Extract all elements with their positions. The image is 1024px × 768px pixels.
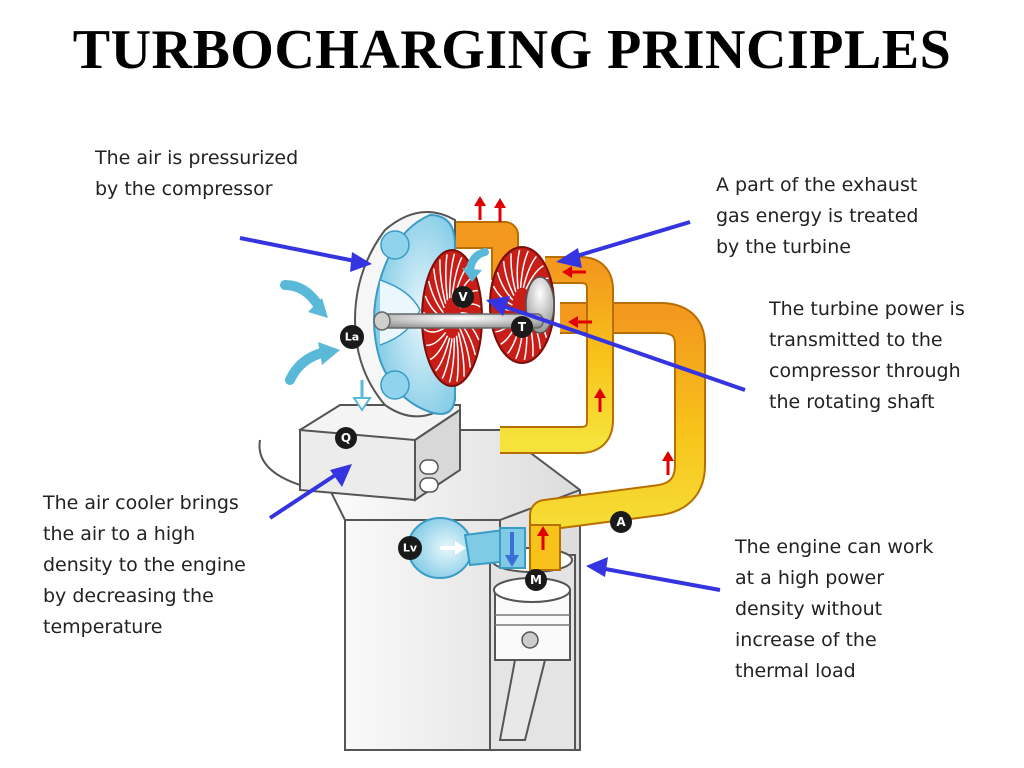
exhaust-pipe <box>455 221 706 571</box>
marker-a: A <box>610 511 632 533</box>
wheel-blade <box>427 280 444 314</box>
pointer-arrow-turbine <box>556 220 691 268</box>
caption-engine: The engine can work at a high power dens… <box>735 532 933 687</box>
caption-line: thermal load <box>735 660 856 682</box>
caption-line: The turbine power is <box>769 298 965 320</box>
marker-m: M <box>525 569 547 591</box>
caption-line: The engine can work <box>735 536 934 558</box>
marker-la: La <box>340 325 364 349</box>
marker-t: T <box>511 316 533 338</box>
caption-line: transmitted to the <box>769 329 943 351</box>
caption-line: gas energy is treated <box>716 205 919 227</box>
wheel-blade <box>441 338 453 380</box>
wheel-blade <box>510 253 517 293</box>
wheel-blade <box>435 337 451 372</box>
wheel-blade <box>457 332 465 377</box>
caption-compressor: The air is pressurized by the compressor <box>95 143 298 205</box>
wheel-blade <box>445 254 449 301</box>
wheel-blade <box>432 268 445 309</box>
marker-lv: Lv <box>398 536 422 560</box>
svg-text:Q: Q <box>341 431 351 445</box>
pointer-arrow-cooler <box>268 464 352 520</box>
caption-line: The air is pressurized <box>95 147 299 169</box>
wheel-blade <box>429 335 449 361</box>
marker-v: V <box>452 286 474 308</box>
wheel-blade <box>519 250 529 288</box>
wheel-blade <box>502 261 515 296</box>
caption-line: by the compressor <box>95 178 273 200</box>
wheel-blade <box>492 285 513 306</box>
pointer-arrows <box>239 220 746 592</box>
caption-line: density to the engine <box>43 554 246 576</box>
caption-turbine: A part of the exhaust gas energy is trea… <box>716 170 918 263</box>
marker-q: Q <box>335 427 357 449</box>
wheel-blade <box>439 259 447 304</box>
wheel-blade <box>496 272 514 301</box>
caption-line: temperature <box>43 616 163 638</box>
svg-text:M: M <box>530 573 542 587</box>
caption-line: at a high power <box>735 567 885 589</box>
wheel-blade <box>459 327 472 368</box>
svg-text:T: T <box>518 320 527 334</box>
caption-line: the rotating shaft <box>769 391 935 413</box>
wheel-blade <box>455 335 459 382</box>
wheel-blade <box>448 253 456 299</box>
caption-cooler: The air cooler brings the air to a high … <box>43 488 246 643</box>
caption-line: density without <box>735 598 883 620</box>
page-title: TURBOCHARGING PRINCIPLES <box>72 19 952 81</box>
air-down-arrow <box>352 380 372 412</box>
caption-line: compressor through <box>769 360 961 382</box>
wheel-blade <box>423 327 445 333</box>
caption-line: by the turbine <box>716 236 851 258</box>
svg-text:V: V <box>458 290 468 304</box>
caption-line: by decreasing the <box>43 585 214 607</box>
wheel-blade <box>522 255 537 288</box>
svg-text:La: La <box>345 331 359 344</box>
wheel-blade <box>516 249 521 290</box>
pointer-arrow-engine <box>586 557 721 592</box>
wheel-blade <box>448 337 456 383</box>
caption-shaft: The turbine power is transmitted to the … <box>769 294 965 418</box>
caption-line: The air cooler brings <box>43 492 239 514</box>
turbine-wheel <box>489 246 555 364</box>
caption-line: the air to a high <box>43 523 196 545</box>
wheel-blade <box>451 256 463 298</box>
caption-line: A part of the exhaust <box>716 174 918 196</box>
svg-text:A: A <box>616 515 626 529</box>
pointer-arrow-compressor <box>239 236 372 272</box>
cylinder-piston <box>489 547 576 751</box>
svg-text:Lv: Lv <box>403 542 418 555</box>
wheel-blade <box>525 265 544 290</box>
intake-air-arrows <box>280 248 489 385</box>
pointer-arrow-shaft <box>486 296 746 392</box>
wheel-blade <box>426 331 447 347</box>
intake-manifold <box>407 517 526 579</box>
exhaust-flow-arrows <box>474 196 674 550</box>
air-cooler <box>258 404 461 502</box>
caption-line: increase of the <box>735 629 877 651</box>
